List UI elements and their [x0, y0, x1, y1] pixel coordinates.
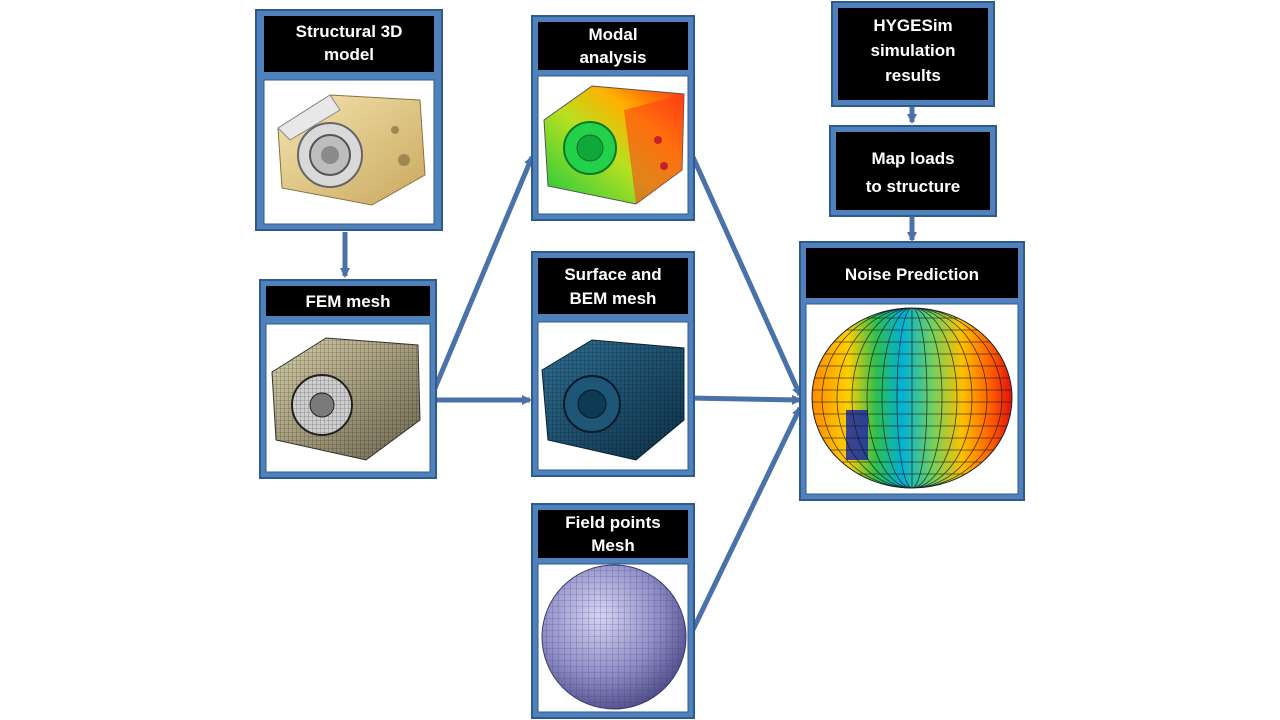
label-map-loads-line1: Map loads — [871, 149, 954, 168]
label-map-loads-line2: to structure — [866, 177, 960, 196]
label-field-points-mesh-line2: Mesh — [591, 536, 634, 555]
arrow-modal-to-noise — [685, 144, 803, 397]
pump-fem-mesh-image — [271, 337, 421, 461]
node-noise-prediction: Noise Prediction — [799, 241, 1025, 501]
label-noise-prediction: Noise Prediction — [845, 265, 979, 284]
node-modal-analysis: Modal analysis — [531, 15, 695, 221]
node-fem-mesh: FEM mesh — [259, 279, 437, 479]
label-structural-3d-model-line2: model — [324, 45, 374, 64]
label-hygesim-line2: simulation — [870, 41, 955, 60]
label-structural-3d-model-line1: Structural 3D — [296, 22, 403, 41]
label-modal-analysis-line2: analysis — [579, 48, 646, 67]
arrow-field-to-noise — [685, 406, 803, 642]
node-hygesim-results: HYGESim simulation results — [831, 1, 995, 107]
arrow-fem-to-modal — [427, 155, 535, 401]
sphere-field-point-mesh-image — [541, 564, 687, 710]
node-structural-3d-model: Structural 3D model — [255, 9, 443, 231]
noise-sphere-contour-image — [811, 307, 1013, 489]
node-surface-bem-mesh: Surface and BEM mesh — [531, 251, 695, 477]
label-surface-bem-mesh-line2: BEM mesh — [570, 289, 657, 308]
node-map-loads: Map loads to structure — [829, 125, 997, 217]
pump-bem-mesh-image — [541, 339, 685, 461]
label-fem-mesh: FEM mesh — [305, 292, 390, 311]
pump-modal-contour-image — [543, 85, 685, 205]
label-modal-analysis-line1: Modal — [588, 25, 637, 44]
label-hygesim-line1: HYGESim — [873, 16, 952, 35]
arrow-bem-to-noise — [687, 394, 802, 405]
pump-cad-model-image — [277, 94, 426, 206]
label-hygesim-line3: results — [885, 66, 941, 85]
label-field-points-mesh-line1: Field points — [565, 513, 660, 532]
label-surface-bem-mesh-line1: Surface and — [564, 265, 661, 284]
node-field-points-mesh: Field points Mesh — [531, 503, 695, 719]
